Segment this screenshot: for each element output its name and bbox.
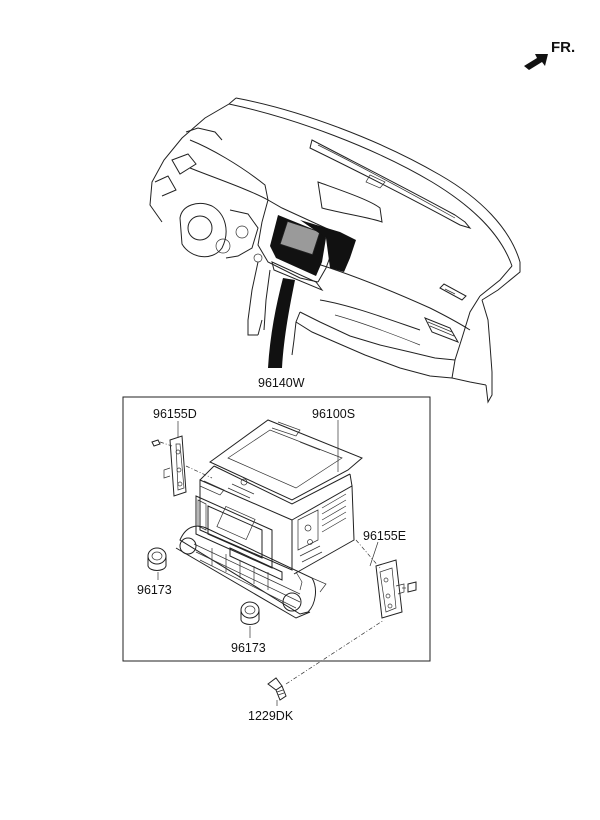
head-unit-drawing — [175, 419, 363, 619]
label-screw: 1229DK — [248, 709, 294, 723]
knob-right-drawing — [240, 601, 260, 625]
label-knob-left: 96173 — [137, 583, 172, 597]
label-knob-right: 96173 — [231, 641, 266, 655]
knob-left-drawing — [147, 547, 167, 571]
label-head-unit: 96100S — [312, 407, 355, 421]
dashboard-illustration — [149, 97, 521, 404]
front-arrow-icon — [524, 54, 548, 70]
bracket-right-drawing — [355, 539, 417, 619]
front-direction-label: FR. — [551, 39, 575, 56]
screw-drawing — [267, 619, 385, 701]
leader-lines — [157, 420, 379, 706]
label-bracket-right: 96155E — [363, 529, 406, 543]
label-bracket-left: 96155D — [153, 407, 197, 421]
assembly-box — [122, 396, 431, 662]
front-direction-indicator: FR. — [524, 39, 575, 70]
label-assembly: 96140W — [258, 376, 305, 390]
pointer-arrow-icon — [268, 278, 295, 368]
